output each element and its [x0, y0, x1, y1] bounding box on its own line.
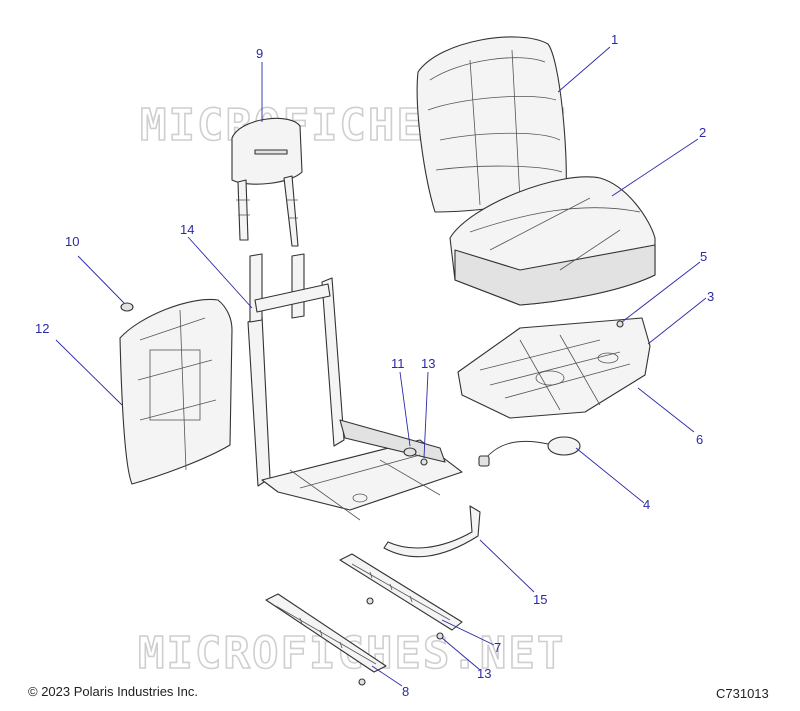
- callout-labels: 1 2 3 4 5 6 7 8 9 10 11 12 13 13 14 15: [35, 32, 714, 699]
- part-rail-nut-right: [366, 597, 374, 605]
- callout-9: 9: [256, 46, 263, 61]
- part-seat-switch: [478, 436, 581, 467]
- callout-13-lower: 13: [477, 666, 491, 681]
- leader-11: [399, 371, 411, 447]
- leader-13b: [441, 637, 481, 671]
- part-seat-base-pan: [457, 317, 651, 419]
- leader-13a: [423, 371, 429, 459]
- leader-3: [647, 297, 707, 345]
- leader-5: [621, 261, 701, 323]
- leader-2: [611, 138, 699, 197]
- part-cap: [120, 302, 134, 312]
- copyright-notice: © 2023 Polaris Industries Inc.: [28, 684, 198, 699]
- callout-7: 7: [494, 640, 501, 655]
- leader-1: [557, 46, 611, 93]
- leader-6: [637, 387, 695, 433]
- part-seat-frame: [247, 253, 463, 521]
- part-screw-upper: [420, 458, 428, 466]
- part-nut-lower: [436, 632, 444, 640]
- leader-14: [187, 236, 253, 309]
- leader-8: [371, 665, 403, 687]
- callout-1: 1: [611, 32, 618, 47]
- callout-11: 11: [391, 356, 405, 371]
- leader-15: [479, 539, 535, 593]
- leader-7: [441, 619, 495, 646]
- part-rail-nut-left: [358, 678, 366, 686]
- callout-4: 4: [643, 497, 650, 512]
- part-backrest-panel: [119, 298, 233, 485]
- part-screw: [616, 320, 624, 328]
- leader-4: [575, 447, 645, 504]
- leader-10: [77, 255, 125, 304]
- part-seat-bottom-cushion: [449, 176, 656, 306]
- callout-12: 12: [35, 321, 49, 336]
- callout-5: 5: [700, 249, 707, 264]
- part-seat-rail-left: [265, 593, 387, 673]
- callout-14: 14: [180, 222, 194, 237]
- part-seat-rail-right: [339, 553, 463, 631]
- part-nut: [403, 447, 417, 457]
- callout-6: 6: [696, 432, 703, 447]
- callout-10: 10: [65, 234, 79, 249]
- callout-2: 2: [699, 125, 706, 140]
- part-release-rod: [383, 505, 481, 558]
- leader-12: [55, 339, 123, 406]
- part-headrest: [231, 117, 303, 247]
- callout-8: 8: [402, 684, 409, 699]
- callout-3: 3: [707, 289, 714, 304]
- part-seat-back-cushion: [416, 36, 567, 213]
- leader-lines: [55, 46, 707, 687]
- callout-13-upper: 13: [421, 356, 435, 371]
- callout-15: 15: [533, 592, 547, 607]
- drawing-number: C731013: [716, 686, 769, 701]
